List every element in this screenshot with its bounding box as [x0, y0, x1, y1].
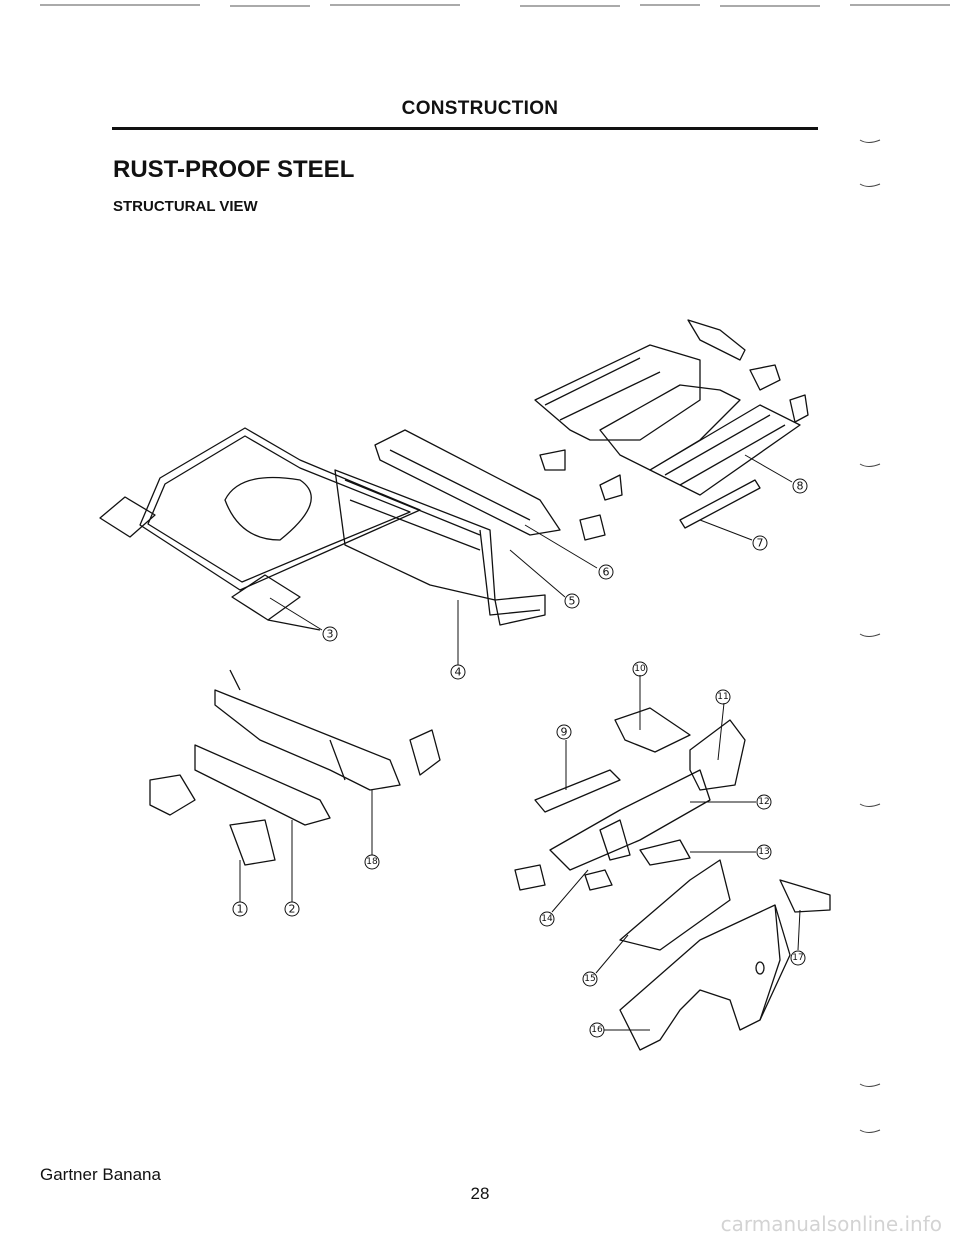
callout-7: 7: [757, 537, 764, 550]
callout-4: 4: [455, 666, 462, 679]
callout-8: 8: [797, 480, 804, 493]
front-frame-rails: [149, 669, 441, 866]
callout-1: 1: [237, 903, 244, 916]
callout-6: 6: [603, 566, 610, 579]
callout-14: 14: [541, 914, 553, 924]
callout-3: 3: [327, 628, 334, 641]
cowl-dash-panel: [334, 429, 561, 626]
callout-15: 15: [584, 974, 595, 984]
callout-2: 2: [289, 903, 296, 916]
front-inner-structure: [514, 707, 746, 891]
callout-10: 10: [634, 664, 646, 674]
callout-11: 11: [717, 692, 728, 702]
page-subtitle: STRUCTURAL VIEW: [113, 198, 258, 215]
floor-pan: [534, 319, 809, 541]
callout-18: 18: [366, 857, 378, 867]
fender-apron: [619, 859, 831, 1051]
page-title: RUST-PROOF STEEL: [113, 156, 355, 183]
callout-12: 12: [758, 797, 769, 807]
header-rule: [112, 127, 818, 130]
callout-17: 17: [792, 953, 803, 963]
callout-16: 16: [591, 1025, 603, 1035]
watermark-text: carmanualsonline.info: [720, 1212, 942, 1236]
hood-panel: [99, 427, 421, 631]
callout-5: 5: [569, 595, 576, 608]
callout-13: 13: [758, 847, 769, 857]
page-number: 28: [470, 1184, 490, 1203]
footer-source-label: Gartner Banana: [40, 1165, 161, 1184]
callout-9: 9: [561, 726, 568, 739]
section-header: CONSTRUCTION: [401, 98, 559, 119]
scan-edge-marks: [40, 4, 950, 7]
